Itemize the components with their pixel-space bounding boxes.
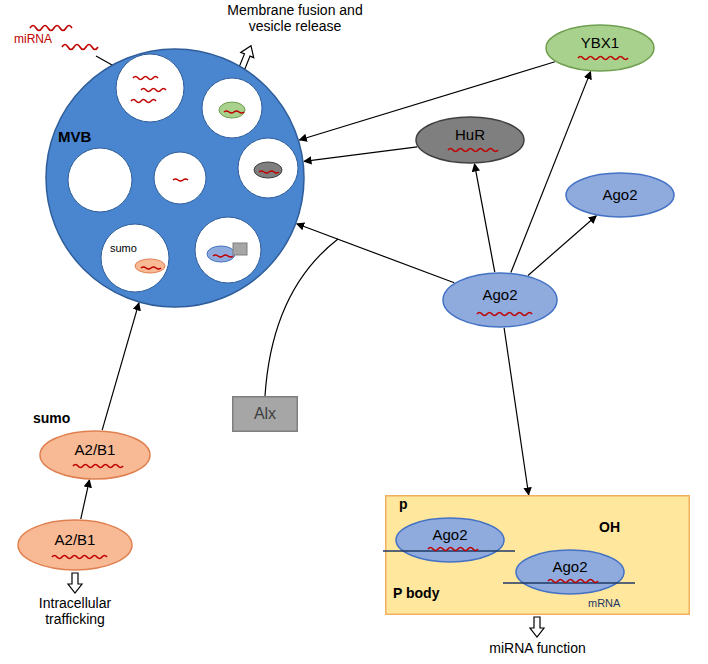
node-label: Alx: [254, 405, 276, 423]
mrna-strand: [503, 582, 635, 584]
arrow-connector: [304, 147, 417, 162]
mirna-strand: [141, 267, 161, 269]
arrow-connector: [504, 328, 529, 495]
mirna-strand: [428, 548, 478, 551]
node-label: A2/B1: [75, 441, 116, 458]
alx-cargo: [233, 243, 247, 255]
protein-ellipse: Ago2: [565, 172, 675, 218]
mrna-strand: [383, 550, 515, 552]
node-outline: [45, 48, 305, 308]
alx-box: Alx: [232, 396, 298, 432]
vesicle: [195, 217, 261, 283]
vesicle: [116, 54, 184, 122]
protein-ellipse: Ago2: [442, 272, 558, 328]
mirna-strand: [548, 580, 598, 583]
node-label: Ago2: [552, 558, 587, 575]
protein-ellipse: Ago2p: [395, 517, 505, 563]
p-body-region: P bodyAgo2pAgo2OH: [385, 495, 690, 615]
protein-ellipse: YBX1: [545, 24, 655, 72]
arrow-connector: [297, 224, 455, 283]
alx-link: [265, 239, 338, 396]
node-tag: sumo: [33, 410, 70, 426]
mirna-strand: [131, 100, 156, 103]
outcome-label: Intracellular trafficking: [15, 595, 135, 627]
arrow-connector: [511, 72, 591, 273]
outcome-label: miRNA function: [465, 640, 610, 656]
mirna-strand: [578, 57, 628, 60]
node-tag: MVB: [58, 128, 91, 145]
vesicle: [68, 148, 132, 212]
arrow-connector: [474, 164, 494, 272]
mirna-strand: [173, 179, 188, 181]
mirna-label: miRNA: [14, 33, 52, 47]
arrow-connector: [528, 216, 596, 276]
vesicle: [154, 152, 206, 204]
node-label: A2/B1: [55, 531, 96, 548]
mirna-strand: [224, 111, 244, 113]
arrow-connector: [102, 303, 139, 430]
mirna-strand: [52, 556, 107, 559]
vesicle: [238, 138, 298, 198]
node-tag: OH: [599, 519, 620, 535]
mirna-strand: [30, 26, 72, 31]
protein-ellipse: Ago2OH: [515, 549, 625, 595]
function-arrow: [530, 617, 544, 637]
mirna-strand: [477, 313, 532, 316]
ybx1-cargo: [219, 102, 245, 118]
node-tag: P body: [393, 585, 439, 601]
vesicle: [101, 224, 169, 292]
node-label: Ago2: [482, 286, 517, 303]
mirna-strand: [62, 45, 98, 50]
ago2-cargo: [207, 246, 235, 262]
mirna-strand: [259, 171, 279, 173]
vesicle: [202, 78, 262, 138]
node-label: Ago2: [432, 526, 467, 543]
mirna-strand: [448, 149, 498, 152]
mirna-strand: [133, 77, 158, 80]
hur-cargo: [254, 162, 282, 178]
node-tag: p: [399, 496, 408, 512]
release-label: Membrane fusion and vesicle release: [225, 2, 365, 34]
a2b1-cargo: [135, 259, 165, 273]
trafficking-arrow: [68, 573, 82, 593]
protein-ellipse: A2/B1sumo: [39, 430, 151, 480]
node-label: Ago2: [602, 186, 637, 203]
node-label: HuR: [455, 126, 485, 143]
node-label: YBX1: [581, 34, 619, 51]
mirna-strand: [73, 465, 123, 468]
protein-ellipse: HuR: [415, 116, 525, 164]
mirna-strand: [213, 255, 233, 257]
mirna-strand: [141, 89, 166, 92]
mvb-circle: MVB: [45, 48, 305, 308]
protein-ellipse: A2/B1: [17, 519, 133, 571]
arrow-connector: [81, 480, 90, 519]
